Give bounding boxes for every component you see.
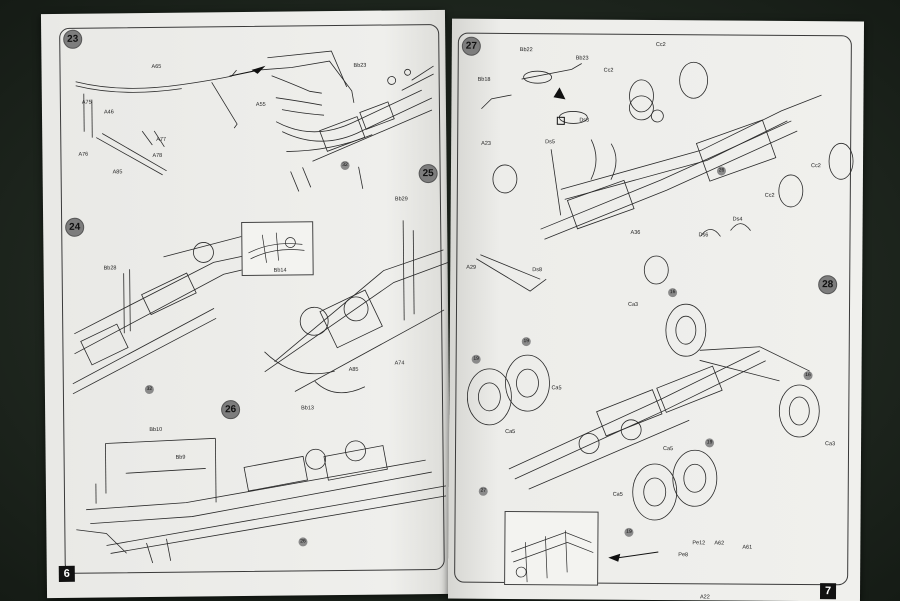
label-ds8: Ds8	[532, 267, 542, 273]
label-cc2-c: Cc2	[811, 163, 821, 169]
label-a77: A77	[156, 137, 166, 143]
label-a36: A36	[631, 230, 641, 236]
label-ds4: Ds4	[733, 217, 743, 223]
label-a23: A23	[481, 141, 491, 147]
step-26-diagram	[65, 410, 447, 574]
callout-part-26-right: 26	[717, 166, 726, 175]
label-pe8: Pe8	[678, 552, 688, 558]
label-a85-b: A85	[349, 367, 359, 373]
label-cc2-b: Cc2	[604, 68, 614, 74]
page-number-6: 6	[59, 566, 75, 582]
callout-part-19-b: 19	[522, 337, 531, 346]
page-number-7: 7	[820, 583, 836, 599]
label-ca3: Ca3	[628, 302, 638, 308]
label-ca5-d: Ca5	[613, 492, 623, 498]
callout-part-19-c: 19	[705, 438, 714, 447]
label-a46: A46	[104, 109, 114, 115]
label-bb23: Bb23	[353, 63, 366, 69]
label-a78: A78	[152, 153, 162, 159]
label-bb18: Bb18	[478, 77, 491, 83]
label-a61: A61	[742, 545, 752, 551]
callout-part-16-b: 16	[804, 371, 813, 380]
label-ca5-c: Ca5	[663, 446, 673, 452]
label-ca5-b: Ca5	[505, 429, 515, 435]
label-a85: A85	[113, 169, 123, 175]
label-cc2-d: Cc2	[765, 193, 775, 199]
label-ds6: Ds6	[699, 232, 709, 238]
label-a62: A62	[714, 540, 724, 546]
callout-part-19-d: 19	[624, 528, 633, 537]
label-pe12: Pe12	[692, 540, 705, 546]
label-bb10: Bb10	[149, 427, 162, 433]
callout-part-32-b: 32	[145, 385, 154, 394]
instruction-page-left: 23 24 25 26	[41, 10, 451, 598]
label-a29: A29	[466, 265, 476, 271]
label-a22: A22	[700, 594, 710, 600]
label-a55: A55	[256, 102, 266, 108]
callout-part-32: 32	[341, 161, 350, 170]
label-bb9: Bb9	[176, 455, 186, 461]
label-bb28: Bb28	[104, 265, 117, 271]
instruction-page-right: 27 28	[448, 19, 864, 601]
label-ds3: Ds3	[579, 117, 589, 123]
label-ds5: Ds5	[545, 139, 555, 145]
label-a76: A76	[78, 152, 88, 158]
detail-inset-rear-hitch	[504, 511, 599, 586]
callout-part-27: 27	[479, 487, 488, 496]
label-bb22: Bb22	[520, 47, 533, 53]
label-a75: A75	[82, 100, 92, 106]
label-a65: A65	[151, 64, 161, 70]
callout-part-26: 26	[298, 537, 307, 546]
label-bb23: Bb23	[576, 55, 589, 61]
callout-part-16-a: 16	[668, 288, 677, 297]
label-ca5: Ca5	[551, 385, 561, 391]
label-a74: A74	[395, 360, 405, 366]
label-bb29: Bb29	[395, 196, 408, 202]
label-ca3-b: Ca3	[825, 441, 835, 447]
step-27-diagram	[460, 39, 852, 282]
label-cc2-a: Cc2	[656, 42, 666, 48]
callout-part-19-a: 19	[472, 355, 481, 364]
step-23-diagram	[61, 30, 443, 214]
label-bb14: Bb14	[274, 268, 287, 274]
